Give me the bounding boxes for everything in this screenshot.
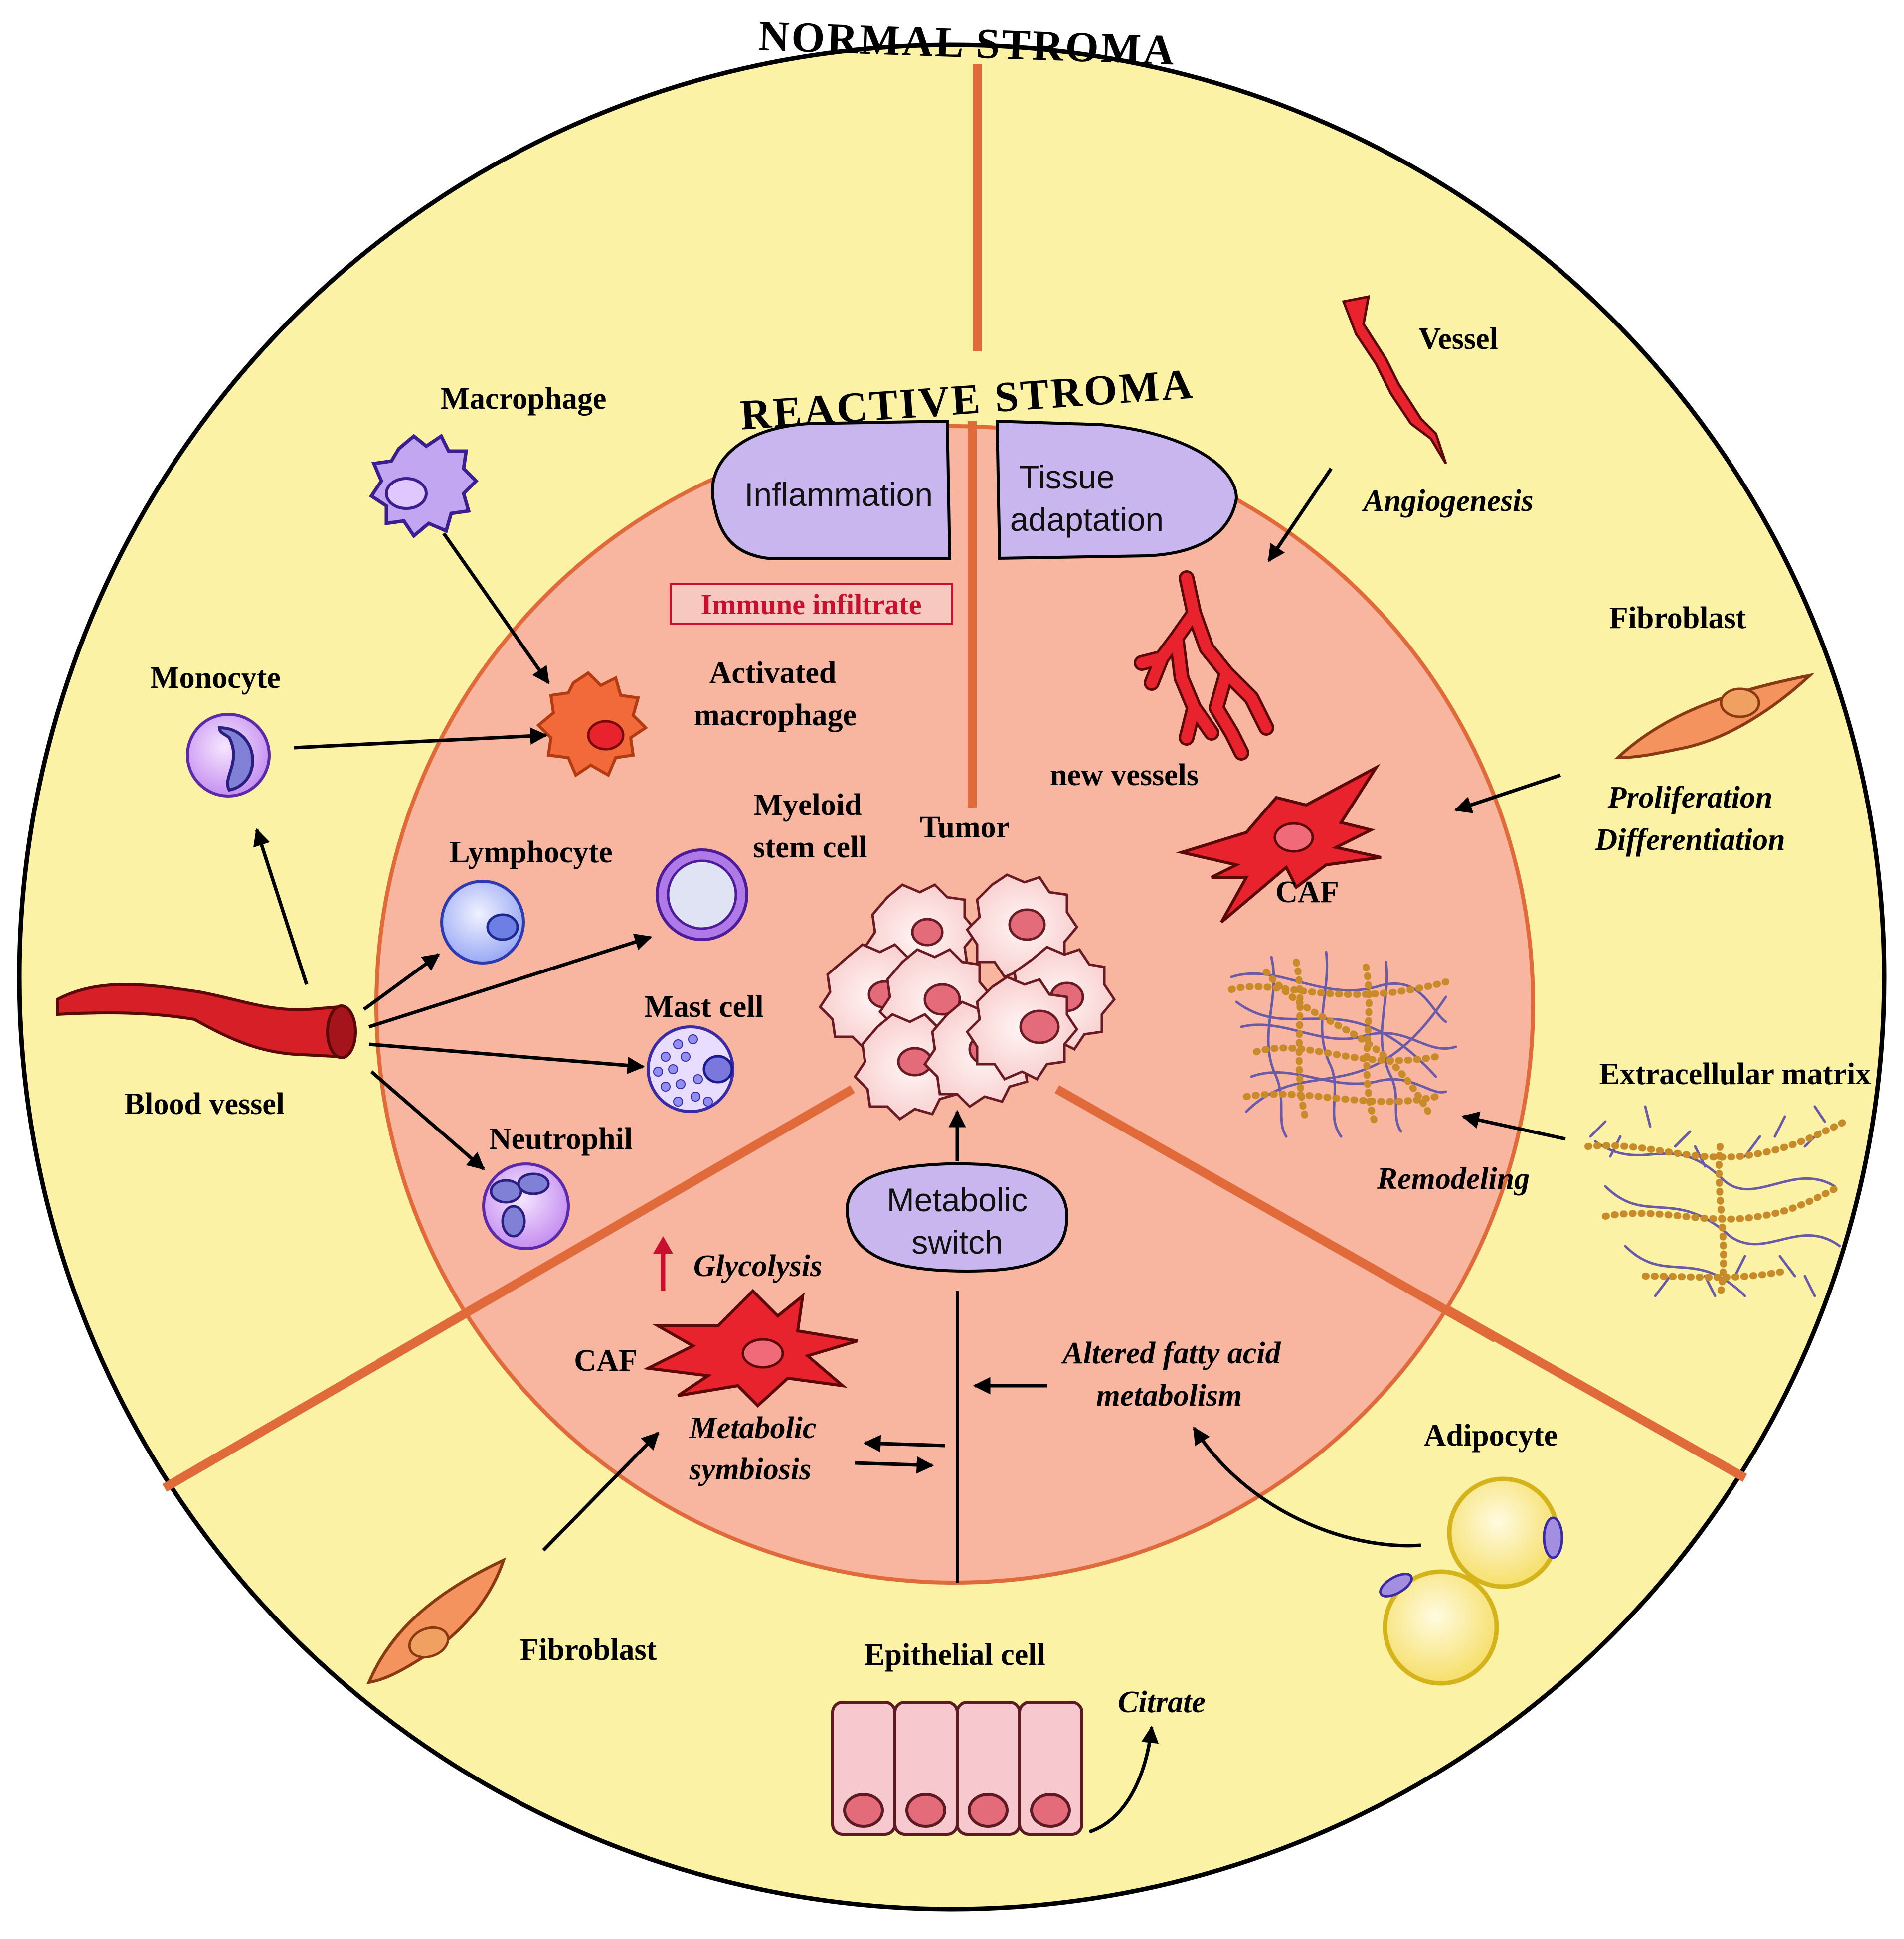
ecm-outer-icon <box>1584 1105 1848 1299</box>
myeloid-stem-cell-icon <box>656 848 748 941</box>
neutrophil-icon <box>482 1162 570 1250</box>
fibroblast-right-label: Fibroblast <box>1609 601 1746 635</box>
myeloid-label-2: stem cell <box>753 830 867 864</box>
fibroblast-to-caf-left-arrow <box>542 1432 660 1552</box>
ecm-tangle-icon <box>1228 951 1457 1138</box>
mast-cell-label: Mast cell <box>644 990 763 1024</box>
symbiosis-right-arrow <box>855 1456 934 1474</box>
altered-fatty-acid-label-2: metabolism <box>1096 1379 1242 1413</box>
differentiation-label: Differentiation <box>1594 823 1785 857</box>
vessel-label: Vessel <box>1418 322 1498 356</box>
mast-cell-icon <box>647 1025 734 1113</box>
glycolysis-up-arrow <box>653 1236 673 1291</box>
adipocyte-arrow <box>1193 1427 1421 1548</box>
metabolic-symbiosis-label-1: Metabolic <box>689 1411 817 1445</box>
angiogenesis-label: Angiogenesis <box>1361 484 1533 518</box>
monocyte-icon <box>186 713 271 798</box>
tumor-label: Tumor <box>920 810 1010 844</box>
fibroblast-to-caf-arrow <box>1454 773 1561 813</box>
glycolysis-label: Glycolysis <box>693 1249 822 1283</box>
svg-text:Immune infiltrate: Immune infiltrate <box>701 588 922 621</box>
neutrophil-label: Neutrophil <box>489 1122 633 1156</box>
activated-macrophage-icon <box>536 671 648 778</box>
remodeling-label: Remodeling <box>1377 1162 1530 1196</box>
vessel-icon <box>1342 295 1447 465</box>
fibroblast-bottom-label: Fibroblast <box>520 1633 657 1667</box>
metabolic-switch-pill: Metabolic switch <box>846 1162 1069 1273</box>
proliferation-label: Proliferation <box>1607 781 1773 814</box>
ecm-label: Extracellular matrix <box>1599 1057 1871 1091</box>
macrophage-icon <box>369 433 479 539</box>
lymphocyte-label: Lymphocyte <box>449 835 612 869</box>
svg-text:adaptation: adaptation <box>1010 501 1164 538</box>
new-vessels-label: new vessels <box>1050 758 1199 792</box>
macrophage-label: Macrophage <box>441 382 607 416</box>
svg-text:Tissue: Tissue <box>1019 459 1115 495</box>
epithelial-cell-label: Epithelial cell <box>864 1638 1045 1672</box>
left-arrows <box>253 532 653 1170</box>
adipocyte-icon <box>1379 1476 1563 1686</box>
immune-infiltrate-box: Immune infiltrate <box>670 583 953 625</box>
caf-right-label: CAF <box>1275 875 1339 909</box>
svg-text:Inflammation: Inflammation <box>744 476 933 513</box>
citrate-arrow <box>1088 1725 1159 1834</box>
new-vessels-icon <box>1134 570 1274 761</box>
monocyte-label: Monocyte <box>150 661 281 695</box>
symbiosis-left-arrow <box>863 1435 945 1453</box>
fibroblast-bottom-icon <box>366 1557 507 1684</box>
caf-left-icon <box>643 1289 858 1408</box>
activated-macrophage-label-1: Activated <box>709 656 837 690</box>
inflammation-pill: Inflammation <box>710 419 952 560</box>
svg-text:switch: switch <box>911 1224 1003 1261</box>
lymphocyte-icon <box>440 880 525 965</box>
activated-macrophage-label-2: macrophage <box>694 698 857 732</box>
altered-fatty-acid-label-1: Altered fatty acid <box>1060 1336 1281 1370</box>
adipocyte-label: Adipocyte <box>1424 1419 1558 1453</box>
metabolic-symbiosis-label-2: symbiosis <box>689 1453 812 1486</box>
epithelial-cell-icon <box>831 1701 1083 1836</box>
blood-vessel-icon <box>56 983 357 1059</box>
angiogenesis-arrow <box>1267 468 1333 562</box>
tumor-icon <box>818 873 1116 1121</box>
blood-vessel-label: Blood vessel <box>124 1087 285 1121</box>
svg-text:Metabolic: Metabolic <box>887 1181 1028 1218</box>
caf-left-label: CAF <box>574 1344 637 1378</box>
myeloid-label-1: Myeloid <box>754 788 862 822</box>
remodeling-arrow <box>1461 1111 1566 1141</box>
tissue-adaptation-pill: Tissue adaptation <box>995 419 1238 560</box>
caf-right-icon <box>1176 763 1382 924</box>
fibroblast-right-icon <box>1614 673 1815 760</box>
citrate-label: Citrate <box>1118 1685 1206 1719</box>
